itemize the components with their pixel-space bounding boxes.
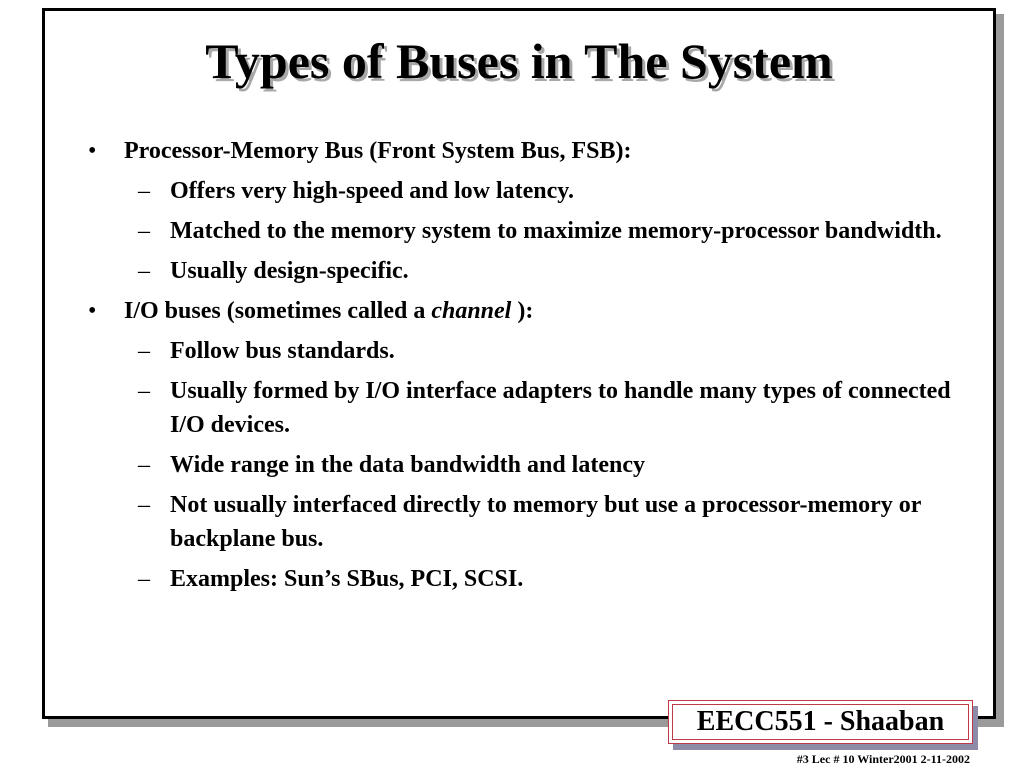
sub-marker: – <box>138 258 150 284</box>
sub-marker: – <box>138 452 150 478</box>
sub-item-text: Offers very high-speed and low latency. <box>170 178 574 204</box>
bullet-item-io-buses: • I/O buses (sometimes called a channel … <box>86 294 966 328</box>
sub-item: – Examples: Sun’s SBus, PCI, SCSI. <box>86 562 966 596</box>
slide-content: • Processor-Memory Bus (Front System Bus… <box>86 134 966 602</box>
sub-item-text: Usually formed by I/O interface adapters… <box>170 378 951 438</box>
footer-note: #3 Lec # 10 Winter2001 2-11-2002 <box>796 752 970 766</box>
sub-item-text: Examples: Sun’s SBus, PCI, SCSI. <box>170 566 524 592</box>
bullet-text: Processor-Memory Bus (Front System Bus, … <box>124 138 632 164</box>
sub-item-text: Matched to the memory system to maximize… <box>170 218 942 244</box>
sub-item: – Usually design-specific. <box>86 254 966 288</box>
slide-frame <box>42 8 996 719</box>
bullet-marker: • <box>88 298 97 324</box>
slide-title: Types of Buses in The System <box>205 33 833 89</box>
sub-item-text: Usually design-specific. <box>170 258 409 284</box>
footer-badge: EECC551 - Shaaban <box>668 700 973 744</box>
bullet-text-before: I/O buses (sometimes called a <box>124 298 432 324</box>
sub-item: – Follow bus standards. <box>86 334 966 368</box>
bullet-text-after: ): <box>511 298 534 324</box>
bullet-marker: • <box>88 138 97 164</box>
bullet-text-emphasis: channel <box>431 298 512 324</box>
sub-marker: – <box>138 218 150 244</box>
sub-marker: – <box>138 566 150 592</box>
sub-item: – Not usually interfaced directly to mem… <box>86 488 966 556</box>
sub-item: – Wide range in the data bandwidth and l… <box>86 448 966 482</box>
sub-item: – Usually formed by I/O interface adapte… <box>86 374 966 442</box>
sub-marker: – <box>138 338 150 364</box>
sub-item: – Offers very high-speed and low latency… <box>86 174 966 208</box>
sub-item-text: Not usually interfaced directly to memor… <box>170 492 921 552</box>
sub-marker: – <box>138 378 150 404</box>
sub-item: – Matched to the memory system to maximi… <box>86 214 966 248</box>
sub-marker: – <box>138 492 150 518</box>
bullet-item-fsb: • Processor-Memory Bus (Front System Bus… <box>86 134 966 168</box>
sub-marker: – <box>138 178 150 204</box>
sub-item-text: Follow bus standards. <box>170 338 395 364</box>
sub-item-text: Wide range in the data bandwidth and lat… <box>170 452 645 478</box>
